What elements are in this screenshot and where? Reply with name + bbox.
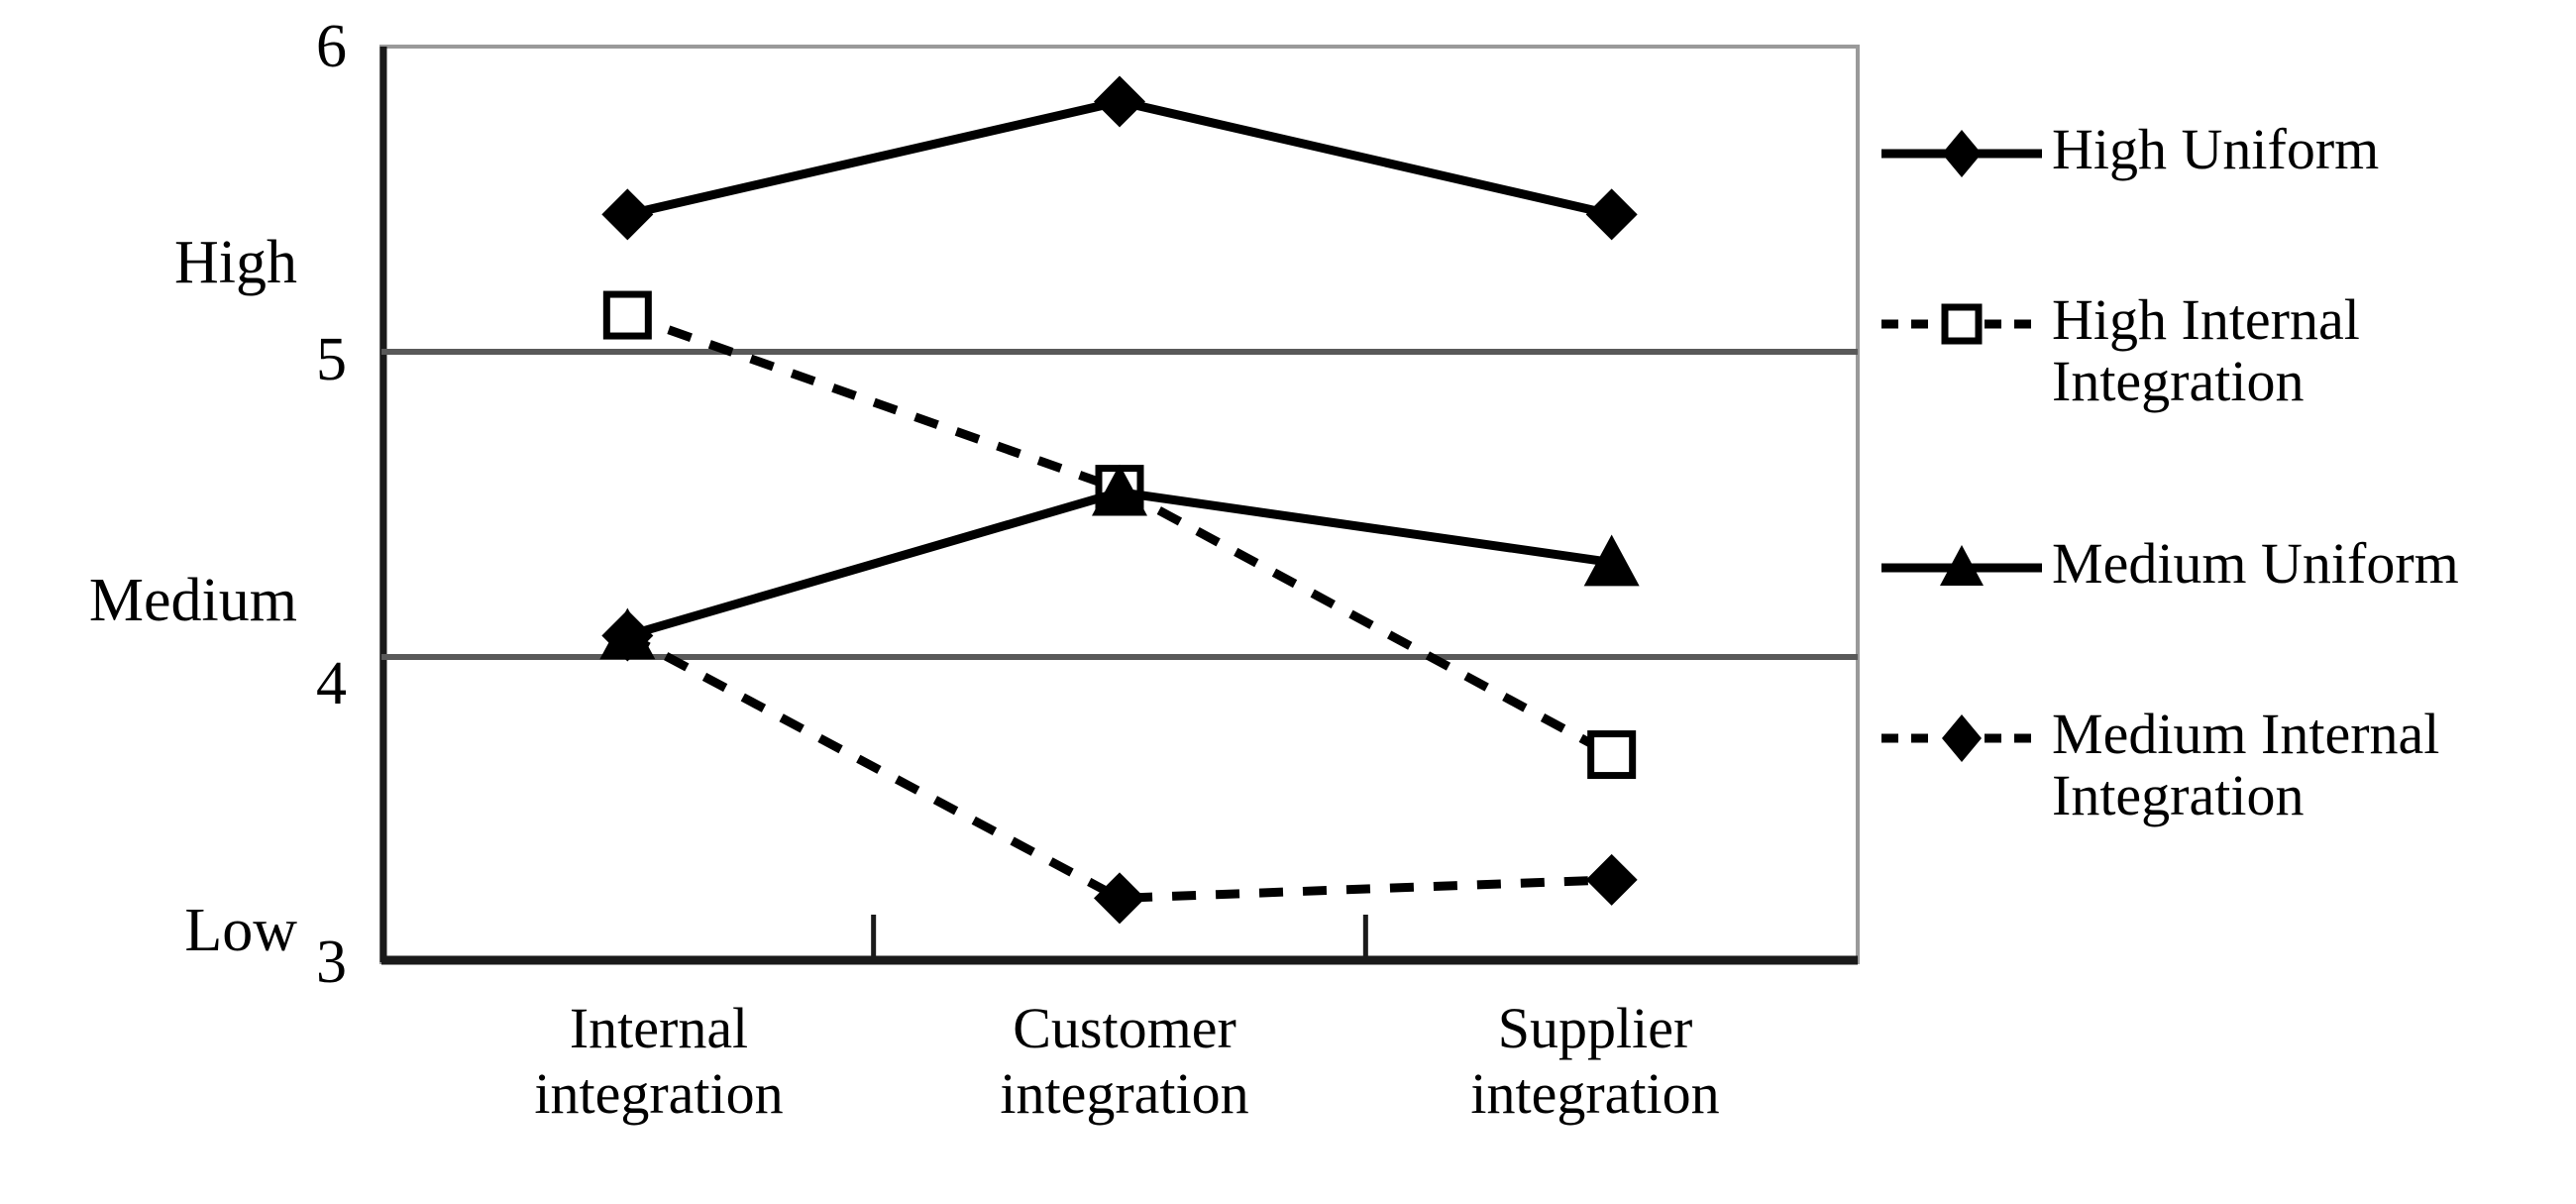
x-axis-label-line1: Supplier [1497, 996, 1693, 1060]
y-axis-tick-label-3: 3 [316, 929, 347, 996]
series-high-uniform [601, 75, 1638, 241]
marker-filled-triangle-icon [1583, 534, 1640, 587]
chart-legend: High Uniform High Internal Integration M… [1878, 59, 2571, 981]
legend-swatch-high-internal-integration [1878, 289, 2046, 359]
x-axis-label-line2: integration [1000, 1061, 1249, 1126]
legend-item-high-uniform[interactable]: High Uniform [1878, 119, 2571, 188]
marker-filled-diamond-icon [1094, 75, 1145, 128]
legend-swatch-medium-uniform [1878, 533, 2046, 602]
legend-label-medium-internal-integration: Medium Internal Integration [2052, 702, 2440, 827]
marker-open-square-icon [602, 290, 652, 340]
x-axis-label-customer-integration: Customer integration [882, 996, 1367, 1127]
filled-diamond-icon [1942, 130, 1982, 177]
open-square-icon [1941, 303, 1983, 345]
legend-label-high-internal-integration: High Internal Integration [2052, 287, 2360, 413]
marker-filled-triangle-icon [1092, 464, 1147, 516]
y-axis-tick-label-6: 6 [316, 13, 347, 80]
marker-open-square-icon [1587, 730, 1637, 780]
y-axis-tick-label-4: 4 [316, 650, 347, 717]
x-axis-label-supplier-integration: Supplier integration [1352, 996, 1838, 1127]
y-axis-word-label-medium: Medium [88, 567, 297, 634]
filled-diamond-icon [1942, 714, 1982, 762]
y-axis-word-label-high: High [174, 229, 297, 296]
legend-item-medium-uniform[interactable]: Medium Uniform [1878, 533, 2571, 602]
marker-filled-diamond-icon [601, 188, 654, 241]
y-axis-tick-label-5: 5 [316, 326, 347, 393]
filled-triangle-icon [1940, 545, 1984, 586]
legend-item-medium-internal-integration[interactable]: Medium Internal Integration [1878, 704, 2571, 826]
legend-item-high-internal-integration[interactable]: High Internal Integration [1878, 289, 2571, 412]
x-axis-label-line1: Internal [569, 996, 749, 1060]
y-axis-word-label-low: Low [184, 897, 297, 964]
marker-filled-diamond-icon [1585, 853, 1638, 906]
legend-label-high-uniform: High Uniform [2052, 117, 2380, 181]
marker-filled-diamond-icon [1585, 188, 1638, 241]
series-line [625, 310, 1614, 759]
marker-filled-diamond-icon [601, 609, 654, 662]
series-medium-internal-integration [601, 609, 1638, 925]
x-axis-ticks [871, 915, 1368, 962]
legend-swatch-medium-internal-integration [1878, 704, 2046, 773]
x-axis-label-internal-integration: Internal integration [416, 996, 902, 1127]
x-axis-label-line2: integration [534, 1061, 784, 1126]
series-medium-uniform [599, 464, 1640, 660]
series-line [625, 631, 1612, 903]
legend-label-medium-uniform: Medium Uniform [2052, 531, 2459, 596]
data-series-group [599, 75, 1640, 925]
x-axis-label-line1: Customer [1013, 996, 1236, 1060]
x-axis-label-line2: integration [1470, 1061, 1720, 1126]
legend-swatch-high-uniform [1878, 119, 2046, 188]
marker-filled-diamond-icon [1094, 872, 1145, 925]
